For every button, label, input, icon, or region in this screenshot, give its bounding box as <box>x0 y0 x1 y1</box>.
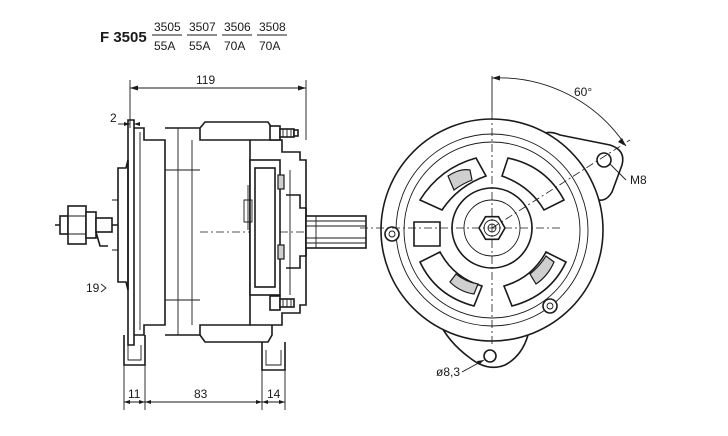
rear-cap <box>117 159 129 291</box>
variant-code: 3506 <box>224 20 251 34</box>
dim-label-mount-left: 11 <box>128 387 141 401</box>
variant-code: 3505 <box>154 20 181 34</box>
terminal-stud <box>55 205 118 247</box>
rear-mount-foot <box>123 335 146 366</box>
dim-angle: 60° <box>491 75 627 147</box>
mount-hole <box>483 349 497 363</box>
bottom-mount-bolt <box>269 295 295 311</box>
dim-label-length: 119 <box>196 73 215 87</box>
dim-label-flange: 2 <box>110 111 117 125</box>
dim-label-terminal: 19 <box>86 281 100 295</box>
rear-flange <box>127 119 135 346</box>
dim-hole: ø8,3 <box>436 359 485 379</box>
variant-code: 3507 <box>189 20 216 34</box>
dim-thread: M8 <box>609 163 647 187</box>
dim-terminal-height: 19 <box>86 281 107 295</box>
variant-code: 3508 <box>259 20 286 34</box>
title-block: F 3505 3505 55A 3507 55A 3506 70A 3508 7… <box>100 20 287 53</box>
front-view: 60° M8 ø8,3 <box>360 75 647 379</box>
dim-label-thread: M8 <box>630 173 647 187</box>
tension-hole <box>596 152 612 168</box>
dim-flange-thickness: 2 <box>110 111 140 126</box>
side-view: 119 2 19 <box>55 73 367 410</box>
dim-label-angle: 60° <box>574 85 592 99</box>
dim-label-mount-right: 14 <box>267 387 281 401</box>
dim-label-hole: ø8,3 <box>436 365 460 379</box>
variant-rating: 70A <box>259 39 280 53</box>
variant-rating: 70A <box>224 39 245 53</box>
dim-overall-length: 119 <box>129 73 307 140</box>
front-mount-foot <box>261 342 286 371</box>
vent-slots <box>413 157 568 307</box>
dim-mount-chain: 11 83 14 <box>123 365 286 410</box>
variant-rating: 55A <box>154 39 175 53</box>
dim-label-mount-span: 83 <box>194 387 208 401</box>
model-number: F 3505 <box>100 29 147 46</box>
top-mount-bolt <box>269 125 299 141</box>
variant-rating: 55A <box>189 39 210 53</box>
